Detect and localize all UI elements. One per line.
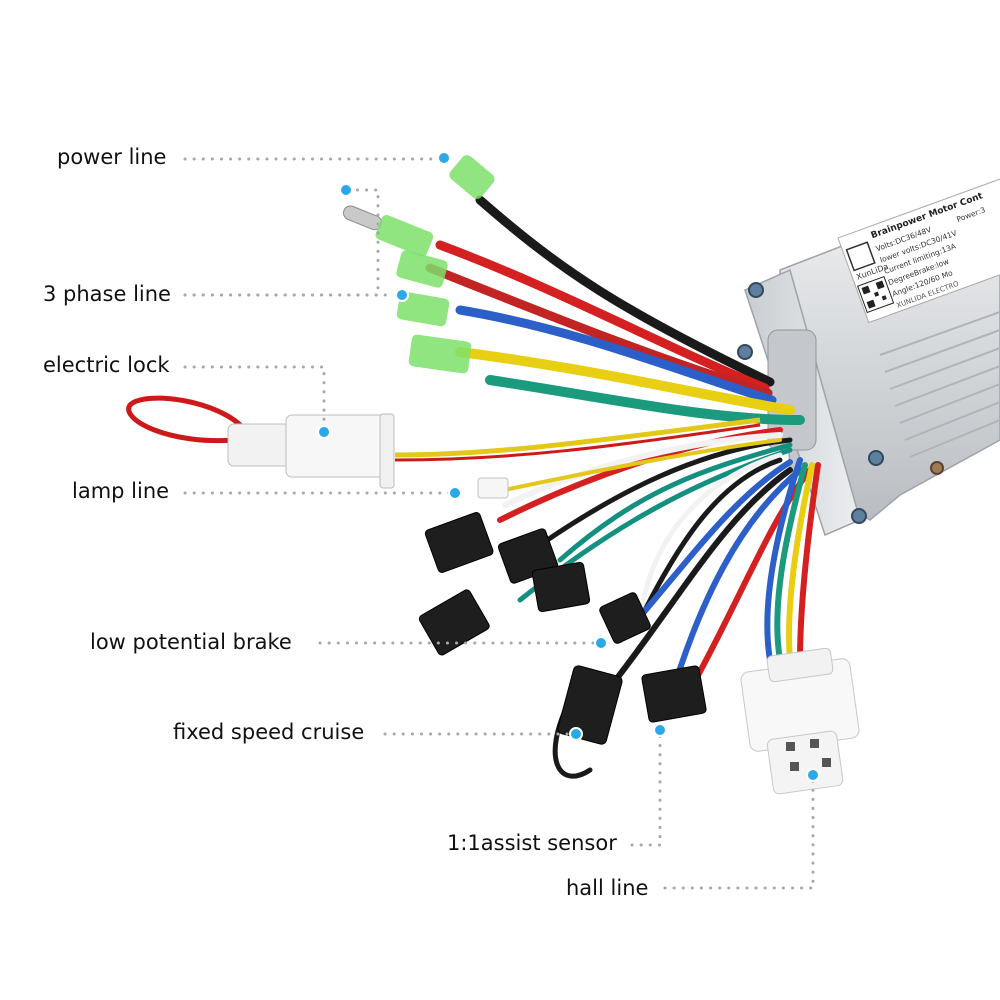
screw-icon <box>851 508 867 524</box>
signal-wires <box>478 427 821 779</box>
qr-code-icon <box>857 275 895 314</box>
screw-icon <box>737 344 753 360</box>
spec-sticker: XunLiDa Brainpower Motor Cont Volts:DC36… <box>837 175 1000 324</box>
label-low-potential-brake: low potential brake <box>90 630 292 654</box>
label-lamp-line: lamp line <box>72 479 170 503</box>
lamp-connector <box>477 477 509 499</box>
label-fixed-speed-cruise: fixed speed cruise <box>173 720 365 744</box>
leader-lines <box>183 157 815 890</box>
power-connectors <box>343 155 495 374</box>
screw-icon <box>868 450 884 466</box>
label-hall-line: hall line <box>566 876 649 900</box>
electric-lock-assembly <box>126 395 761 489</box>
marker-dots <box>317 151 820 782</box>
screw-icon <box>748 282 764 298</box>
label-assist-sensor: 1:1assist sensor <box>447 831 617 855</box>
hall-connector <box>740 647 860 795</box>
label-power-line: power line <box>57 145 167 169</box>
label-3-phase-line: 3 phase line <box>43 282 171 306</box>
black-connectors <box>418 512 707 745</box>
screw-icon <box>930 461 944 475</box>
power-phase-wires <box>425 195 805 425</box>
label-electric-lock: electric lock <box>43 353 170 377</box>
